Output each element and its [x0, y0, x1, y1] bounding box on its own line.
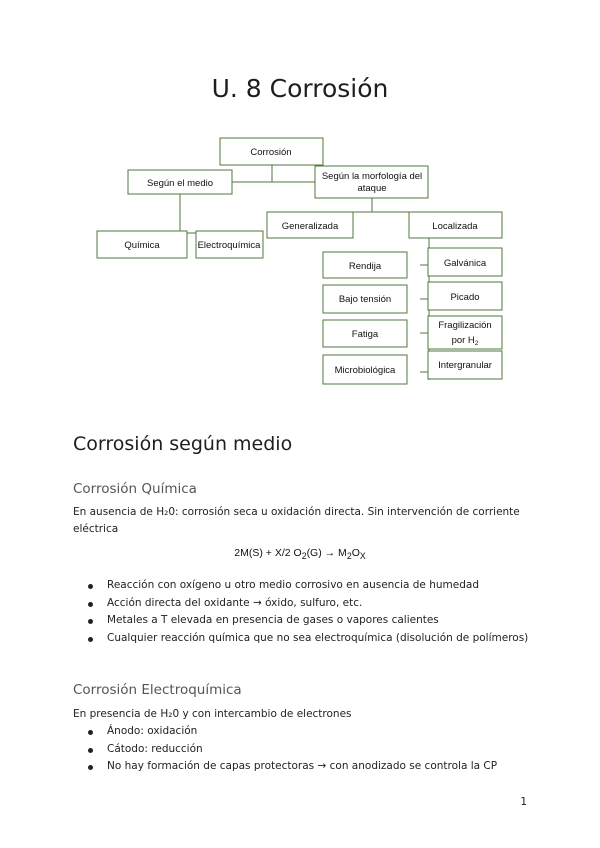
label-localizada: Localizada	[432, 221, 478, 232]
formula-sub-a: 2	[301, 551, 307, 562]
box-localizada	[408, 211, 503, 239]
box-generalizada	[266, 211, 354, 239]
diagram-boxes	[96, 137, 503, 385]
box-segun-medio	[127, 169, 233, 195]
list-item: Metales a T elevada en presencia de gase…	[87, 612, 528, 630]
label-intergranular: Intergranular	[438, 360, 492, 371]
paragraph-electroquimica-intro: En presencia de H₂0 y con intercambio de…	[73, 708, 352, 720]
label-generalizada: Generalizada	[282, 221, 339, 232]
chemical-formula: 2M(S) + X/2 O2(G) → M2OX	[0, 547, 600, 561]
subheading-corrosion-quimica: Corrosión Química	[73, 481, 197, 497]
subheading-corrosion-electroquimica: Corrosión Electroquímica	[73, 682, 242, 698]
label-fragilizacion-2-sub: 2	[475, 340, 479, 347]
label-bajo-tension: Bajo tensión	[339, 294, 391, 305]
box-segun-morfologia	[314, 165, 429, 199]
box-microbiologica	[322, 354, 408, 385]
label-corrosion: Corrosión	[250, 147, 291, 158]
formula-part-b: (G) → M	[306, 547, 347, 559]
box-electroquimica	[195, 230, 264, 259]
box-picado	[427, 281, 503, 311]
list-item: Ánodo: oxidación	[87, 723, 497, 741]
list-item: Cátodo: reducción	[87, 741, 497, 759]
list-item: Acción directa del oxidante → óxido, sul…	[87, 595, 528, 613]
formula-sub-c: X	[359, 551, 366, 562]
label-segun-morfologia-2: ataque	[357, 183, 386, 194]
list-electroquimica: Ánodo: oxidación Cátodo: reducción No ha…	[73, 723, 497, 776]
box-galvanica	[427, 247, 503, 277]
label-electroquimica: Electroquímica	[198, 240, 262, 251]
formula-sub-b: 2	[346, 551, 352, 562]
box-intergranular	[427, 350, 503, 380]
box-fragilizacion	[427, 315, 503, 350]
box-rendija	[322, 251, 408, 279]
label-rendija: Rendija	[349, 261, 382, 272]
box-corrosion	[219, 137, 324, 166]
page-title: U. 8 Corrosión	[211, 74, 389, 103]
list-item: Cualquier reacción química que no sea el…	[87, 630, 528, 648]
box-quimica	[96, 230, 188, 259]
page-number: 1	[520, 796, 527, 808]
list-item: Reacción con oxígeno u otro medio corros…	[87, 577, 528, 595]
label-fragilizacion-1: Fragilización	[438, 320, 491, 331]
label-segun-medio: Según el medio	[147, 178, 213, 189]
label-quimica: Química	[124, 240, 160, 251]
paragraph-quimica-intro: En ausencia de H₂0: corrosión seca u oxi…	[73, 506, 520, 535]
section-heading-segun-medio: Corrosión según medio	[73, 433, 293, 455]
label-microbiologica: Microbiológica	[335, 365, 396, 376]
label-segun-morfologia-1: Según la morfología del	[322, 171, 422, 182]
label-galvanica: Galvánica	[444, 258, 487, 269]
label-fatiga: Fatiga	[352, 329, 379, 340]
corrosion-classification-diagram: Corrosión Según el medio Según la morfol…	[96, 137, 503, 385]
formula-part-a: 2M(S) + X/2 O	[234, 547, 302, 559]
list-item: No hay formación de capas protectoras → …	[87, 758, 497, 776]
box-fatiga	[322, 319, 408, 348]
list-quimica: Reacción con oxígeno u otro medio corros…	[73, 577, 528, 647]
label-fragilizacion-2: por H2	[452, 335, 479, 347]
label-picado: Picado	[450, 292, 479, 303]
formula-part-c: O	[351, 547, 360, 559]
label-fragilizacion-2-prefix: por H	[452, 335, 475, 346]
box-bajo-tension	[322, 284, 408, 314]
